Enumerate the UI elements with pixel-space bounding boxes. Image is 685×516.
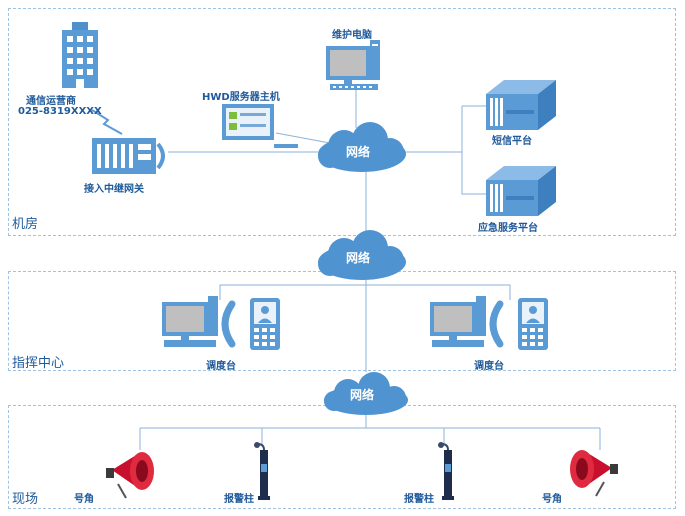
emergency-server-icon [486,166,556,216]
zone-label-machine-room: 机房 [12,217,39,232]
network-cloud-middle-label: 网络 [346,251,371,265]
alarm-post-left-label: 报警柱 [224,494,254,505]
dispatch-right-label: 调度台 [474,361,504,372]
gateway-label: 接入中继网关 [84,184,144,195]
gateway-icon [92,138,165,174]
network-cloud-top-label: 网络 [346,145,371,159]
server-host-icon [222,104,298,148]
network-cloud-bottom-label: 网络 [350,388,375,402]
network-cloud-top [318,122,406,172]
network-cloud-bottom [324,372,408,415]
horn-speaker-left-icon [106,452,154,499]
alarm-post-right-label: 报警柱 [404,494,434,505]
carrier-name-label: 通信运营商 [26,96,76,107]
alarm-post-left-icon [254,442,270,500]
maintenance-pc-icon [326,40,380,90]
horn-right-label: 号角 [542,494,562,505]
zone-label-command-center: 指挥中心 [12,356,65,371]
sms-server-icon [486,80,556,130]
dispatch-console-left-icon [162,296,280,350]
emergency-platform-label: 应急服务平台 [478,223,538,234]
maintenance-pc-label: 维护电脑 [332,30,372,41]
sms-platform-label: 短信平台 [492,136,532,147]
dispatch-console-right-icon [430,296,548,350]
horn-speaker-right-icon [570,450,618,497]
horn-left-label: 号角 [74,494,94,505]
zone-label-field: 现场 [12,492,39,507]
carrier-phone-label: 025-8319XXXX [18,106,102,117]
machine-room-zone [8,8,676,236]
hwd-host-label: HWD服务器主机 [202,92,280,103]
network-cloud-middle [318,230,406,280]
dispatch-left-label: 调度台 [206,361,236,372]
building-icon [62,22,98,88]
alarm-post-right-icon [438,442,454,500]
